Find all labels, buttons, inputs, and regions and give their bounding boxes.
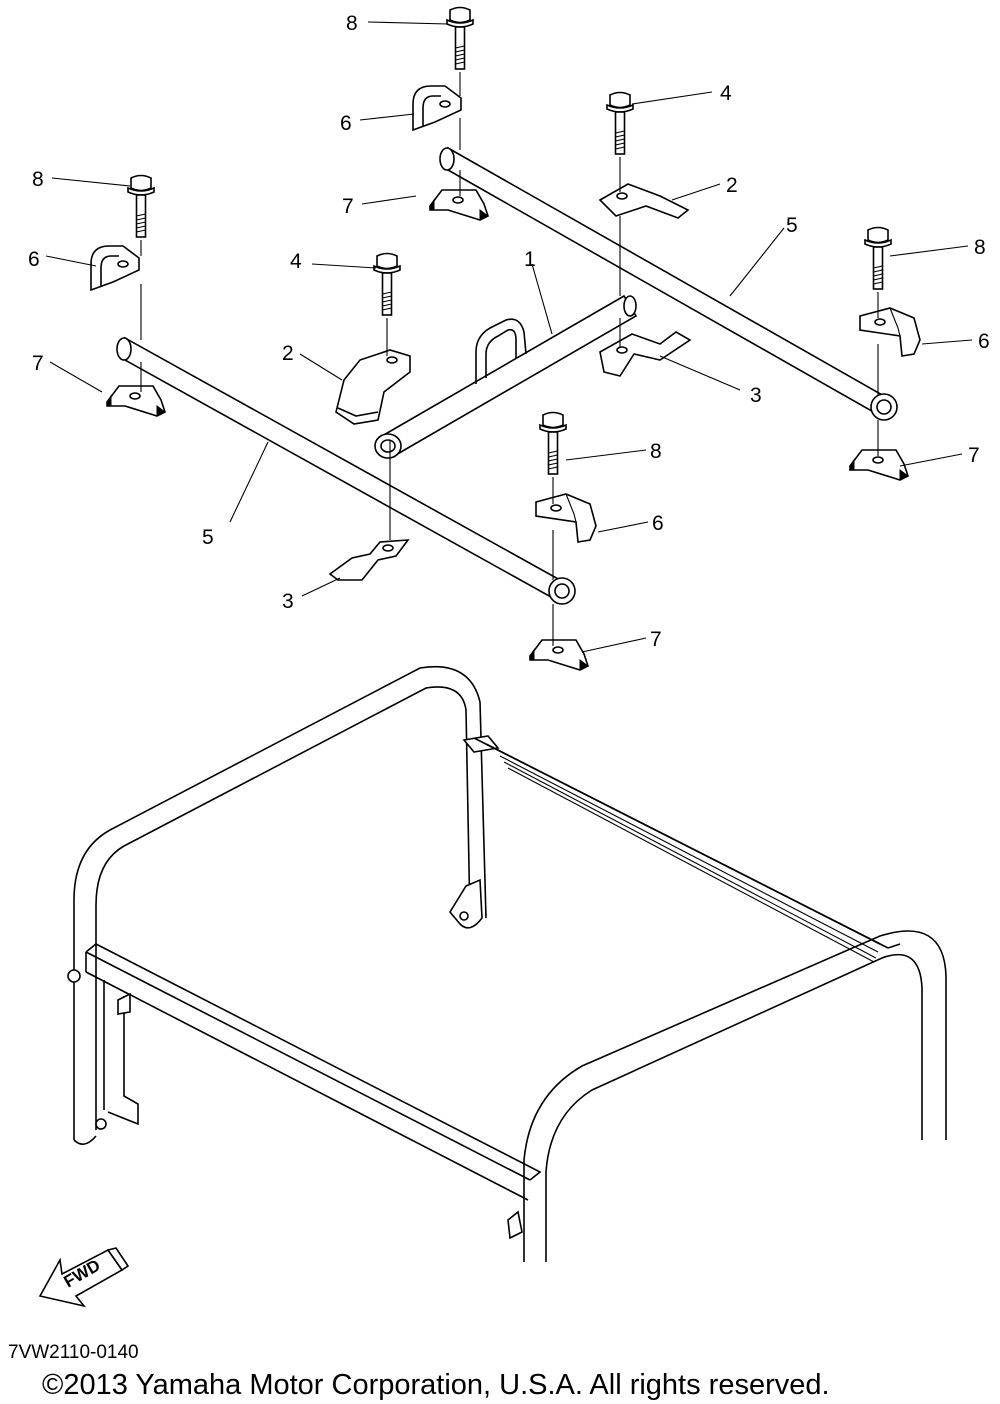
callout-labels: 8 6 7 8 6 7 4 2 1 4 2 5 8 6 3 7 8 6 5 3 … (28, 12, 990, 651)
callout-7: 7 (650, 628, 662, 651)
bolt-8-right (864, 226, 892, 290)
vehicle-frame (67, 666, 947, 1262)
callout-4: 4 (290, 250, 302, 273)
callout-1: 1 (524, 248, 536, 271)
bolt-8-front (539, 411, 567, 475)
callout-7: 7 (342, 195, 354, 218)
callout-6: 6 (978, 330, 990, 353)
plate-3-right (599, 331, 692, 377)
bolt-4-right (606, 91, 634, 155)
callout-3: 3 (282, 590, 294, 613)
nut-7-top (429, 189, 489, 221)
bolt-4-left (373, 252, 401, 316)
bolt-8-left (127, 174, 155, 238)
clamp-6-left (90, 245, 140, 291)
center-tube (374, 294, 638, 459)
clamp-6-top (412, 85, 462, 131)
callout-7: 7 (32, 352, 44, 375)
fwd-arrow-icon: FWD (38, 1247, 130, 1308)
bolt-8-top (446, 6, 474, 70)
callout-8: 8 (974, 236, 986, 259)
callout-4: 4 (720, 82, 732, 105)
cross-tube-right (439, 146, 898, 421)
callout-5: 5 (786, 214, 798, 237)
clamp-bracket-2-right (598, 183, 690, 219)
callout-3: 3 (750, 384, 762, 407)
callout-8: 8 (32, 168, 44, 191)
callout-7: 7 (968, 444, 980, 467)
plate-3-left (328, 539, 410, 581)
callout-6: 6 (28, 248, 40, 271)
callout-8: 8 (650, 440, 662, 463)
rack-assembly (45, 6, 973, 671)
callout-5: 5 (202, 526, 214, 549)
nut-7-front (529, 639, 589, 671)
callout-6: 6 (652, 512, 664, 535)
callout-8: 8 (346, 12, 358, 35)
cross-tube-left (116, 336, 576, 605)
clamp-6-right (859, 307, 921, 357)
drawing-id: 7VW2110-0140 (8, 1342, 139, 1363)
nut-7-left (106, 385, 166, 417)
clamp-6-front (535, 493, 597, 543)
callout-6: 6 (340, 112, 352, 135)
axis-lines (140, 72, 879, 646)
nut-7-right (849, 449, 909, 481)
callout-2: 2 (282, 342, 294, 365)
leader-lines (45, 21, 973, 653)
clamp-bracket-2-left (335, 349, 411, 425)
callout-2: 2 (726, 174, 738, 197)
copyright-notice: ©2013 Yamaha Motor Corporation, U.S.A. A… (42, 1369, 830, 1401)
